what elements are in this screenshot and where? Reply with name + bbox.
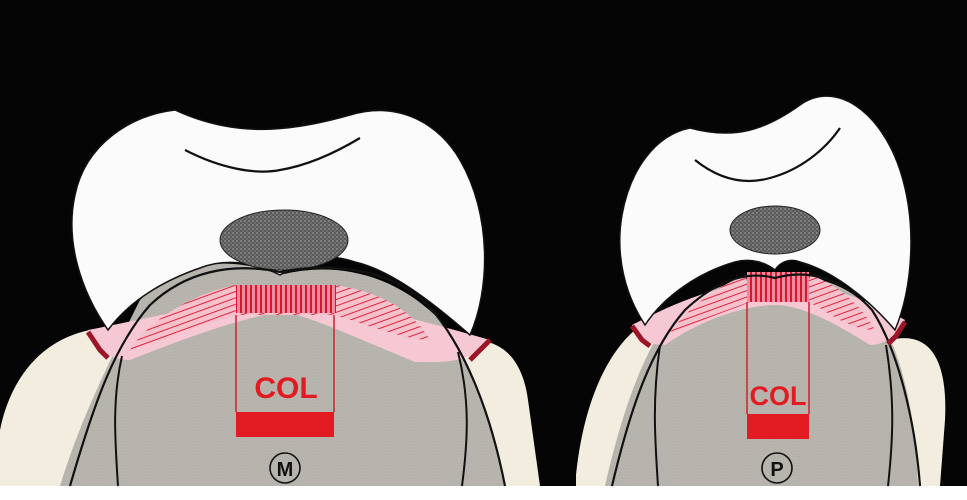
- col-bar-right: [747, 414, 809, 439]
- pulp-left: [220, 210, 348, 270]
- col-label-left: COL: [254, 372, 317, 405]
- col-label-right: COL: [750, 381, 807, 411]
- bottom-border: [0, 486, 967, 495]
- circle-label-right: P: [770, 459, 783, 481]
- circle-label-left: M: [277, 459, 294, 481]
- pulp-right: [730, 206, 820, 254]
- panel-divider: [540, 320, 576, 486]
- col-center-left: [236, 285, 336, 313]
- col-bar-left: [236, 412, 334, 437]
